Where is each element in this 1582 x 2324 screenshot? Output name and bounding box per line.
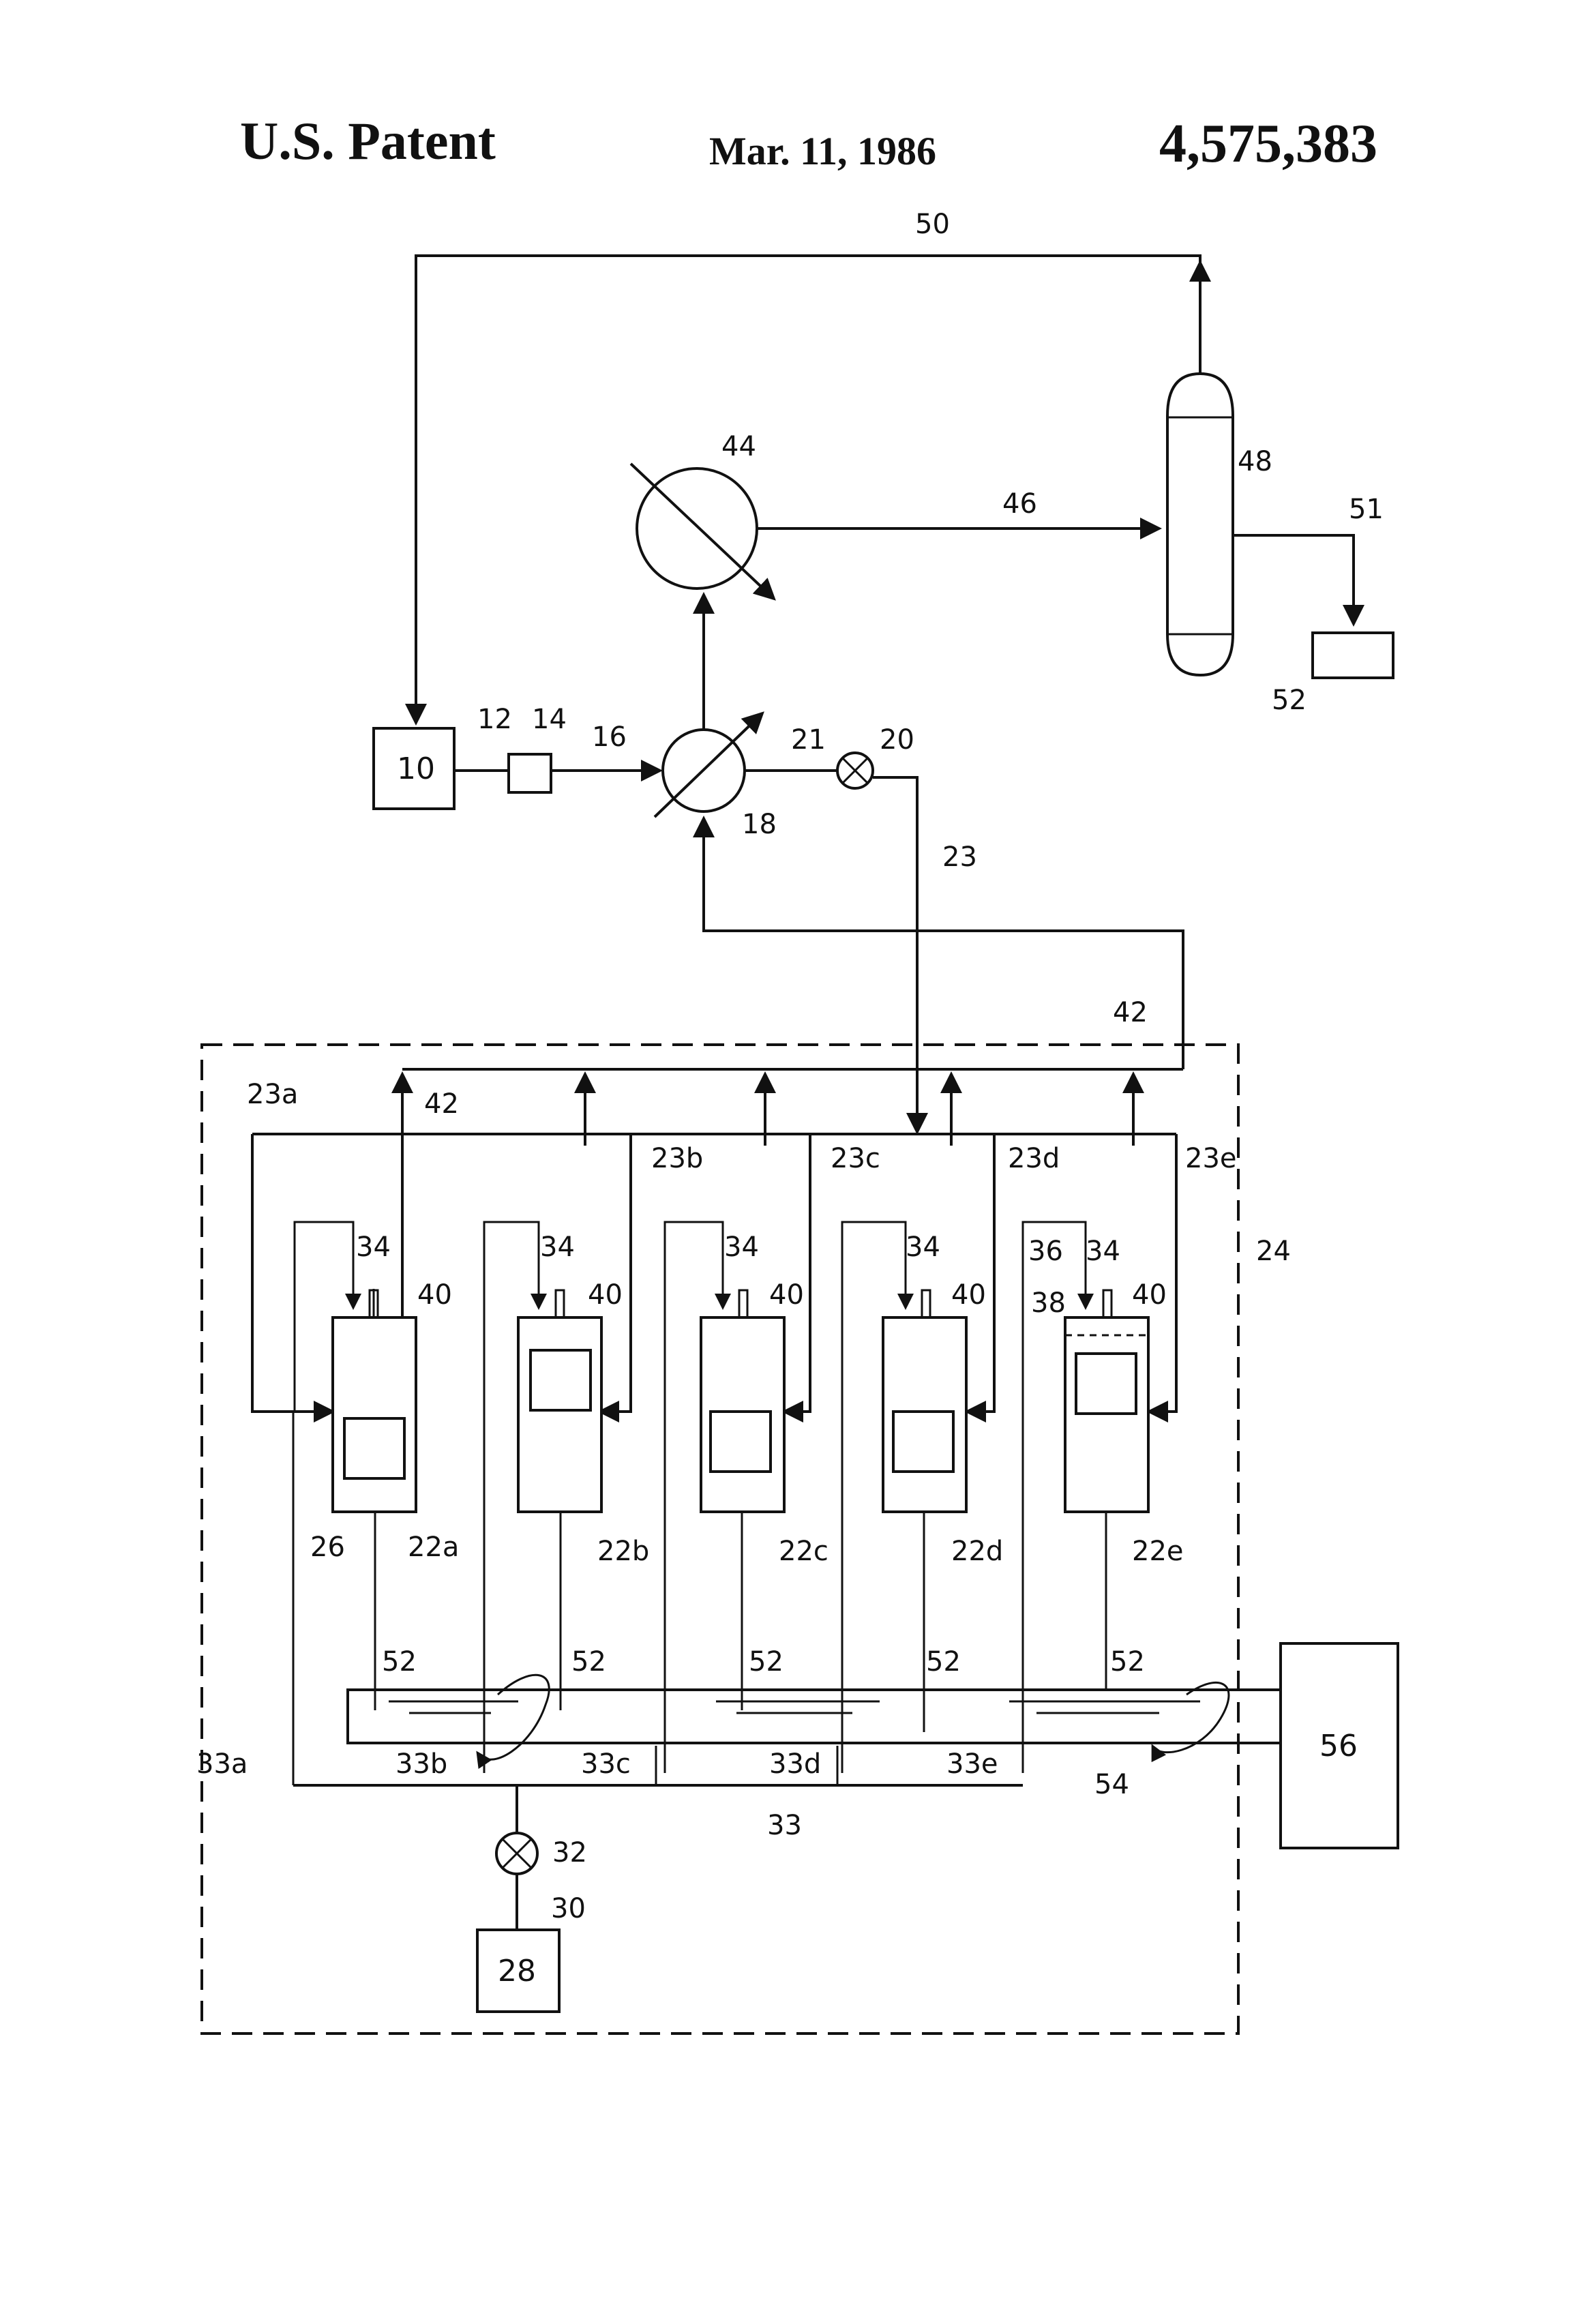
valve-20 xyxy=(837,753,873,788)
label-34-b: 34 xyxy=(540,1232,575,1263)
label-34-e: 34 xyxy=(1086,1236,1120,1267)
label-30: 30 xyxy=(551,1893,586,1924)
label-14: 14 xyxy=(532,704,567,735)
label-10: 10 xyxy=(397,751,435,786)
label-33a: 33a xyxy=(196,1748,248,1780)
label-54: 54 xyxy=(1094,1769,1129,1800)
label-33d: 33d xyxy=(769,1748,821,1780)
label-40-c: 40 xyxy=(769,1279,804,1311)
label-33: 33 xyxy=(767,1810,802,1841)
label-23d: 23d xyxy=(1008,1143,1060,1174)
heat-exchanger-44 xyxy=(631,464,774,599)
valve-32 xyxy=(496,1833,537,1874)
label-52-a: 52 xyxy=(382,1646,417,1678)
label-34-a: 34 xyxy=(356,1232,391,1263)
label-56: 56 xyxy=(1319,1729,1358,1763)
label-23a: 23a xyxy=(247,1079,298,1110)
label-33c: 33c xyxy=(581,1748,631,1780)
label-28: 28 xyxy=(498,1954,536,1988)
label-51: 51 xyxy=(1349,494,1384,525)
label-38: 38 xyxy=(1031,1287,1066,1319)
label-20: 20 xyxy=(880,724,914,756)
label-52-c: 52 xyxy=(749,1646,783,1678)
label-23c: 23c xyxy=(831,1143,880,1174)
distillation-column-48 xyxy=(1167,374,1233,675)
label-42-header: 42 xyxy=(424,1088,459,1120)
label-22b: 22b xyxy=(597,1536,649,1567)
label-40-b: 40 xyxy=(588,1279,623,1311)
label-34-c: 34 xyxy=(724,1232,759,1263)
heat-exchanger-18 xyxy=(655,713,762,817)
label-50: 50 xyxy=(915,209,950,240)
reactor-enclosure-24 xyxy=(202,1045,1238,2034)
feed-23b xyxy=(600,1134,631,1412)
label-22e: 22e xyxy=(1132,1536,1184,1567)
feed-23a xyxy=(252,1134,333,1412)
label-12: 12 xyxy=(477,704,512,735)
label-26: 26 xyxy=(310,1532,345,1563)
label-52-tank: 52 xyxy=(1272,685,1307,716)
label-23b: 23b xyxy=(651,1143,703,1174)
label-44: 44 xyxy=(721,431,756,462)
recycle-line-50 xyxy=(416,256,1200,723)
label-22a: 22a xyxy=(408,1532,459,1563)
feed-23d xyxy=(967,1134,994,1412)
label-40-a: 40 xyxy=(417,1279,452,1311)
label-16: 16 xyxy=(592,721,627,753)
label-24: 24 xyxy=(1256,1236,1291,1267)
label-52-e: 52 xyxy=(1110,1646,1145,1678)
line-51 xyxy=(1233,535,1354,624)
unit-14 xyxy=(509,754,551,792)
label-33e: 33e xyxy=(946,1748,998,1780)
label-36: 36 xyxy=(1028,1236,1063,1267)
label-21: 21 xyxy=(791,724,826,756)
label-52-d: 52 xyxy=(926,1646,961,1678)
feed-23e xyxy=(1149,1134,1176,1412)
product-tank-52 xyxy=(1313,633,1393,678)
trough-54 xyxy=(348,1675,1281,1759)
label-22c: 22c xyxy=(779,1536,829,1567)
label-40-d: 40 xyxy=(951,1279,986,1311)
reactor-22a xyxy=(295,1222,416,1512)
label-33b: 33b xyxy=(395,1748,447,1780)
label-46: 46 xyxy=(1002,488,1037,520)
label-32: 32 xyxy=(552,1837,587,1868)
label-23e: 23e xyxy=(1185,1143,1237,1174)
feed-23c xyxy=(784,1134,810,1412)
label-42-top: 42 xyxy=(1113,997,1148,1028)
label-34-d: 34 xyxy=(906,1232,940,1263)
label-48: 48 xyxy=(1238,446,1272,477)
line-23 xyxy=(873,777,917,1132)
label-22d: 22d xyxy=(951,1536,1003,1567)
label-18: 18 xyxy=(742,809,777,840)
label-23: 23 xyxy=(942,841,977,873)
label-52-b: 52 xyxy=(571,1646,606,1678)
label-40-e: 40 xyxy=(1132,1279,1167,1311)
